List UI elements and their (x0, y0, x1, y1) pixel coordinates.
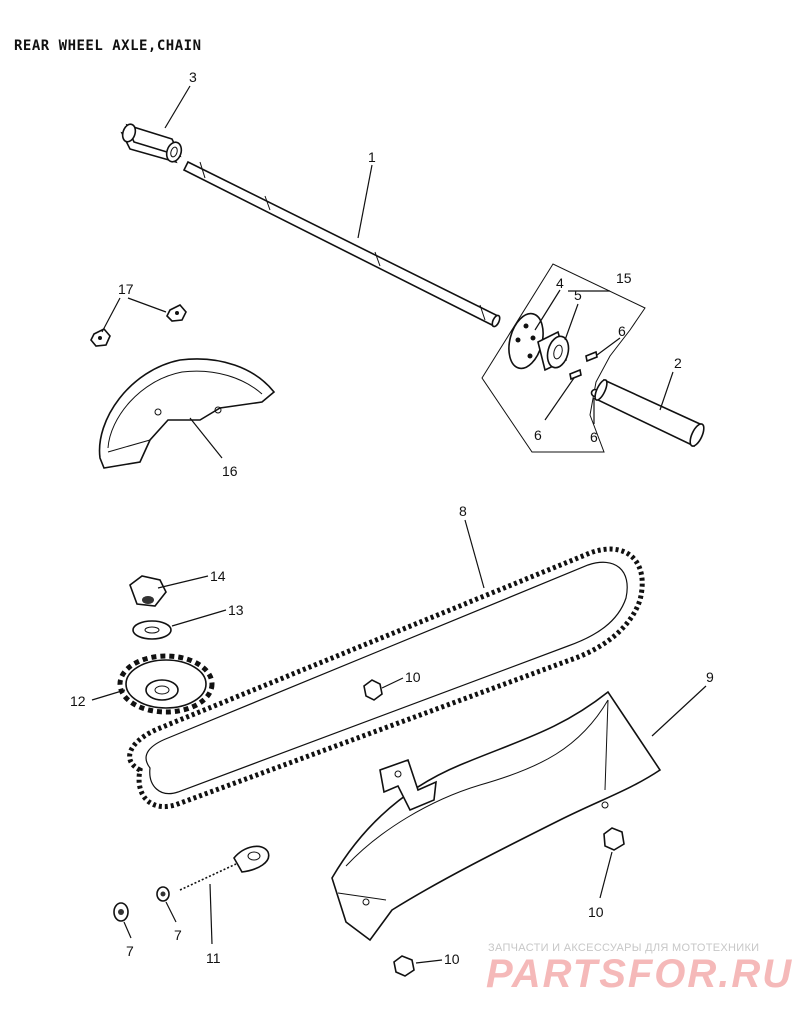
callout-13: 13 (228, 602, 244, 618)
callout-9: 9 (706, 669, 714, 685)
callout-15: 15 (616, 270, 632, 286)
part-11-chain-adjuster (179, 845, 270, 891)
callout-7-left: 7 (126, 943, 134, 959)
diagram-title: REAR WHEEL AXLE,CHAIN (14, 38, 202, 54)
part-9-chain-guard (331, 690, 662, 942)
callout-10-right: 10 (588, 904, 604, 920)
callout-1: 1 (368, 149, 376, 165)
callout-11: 11 (206, 950, 221, 966)
part-14-nut (129, 575, 167, 607)
callout-5: 5 (574, 287, 582, 303)
callout-labels: 3 1 2 4 5 15 6 6 6 17 16 8 9 14 13 12 10… (70, 69, 714, 967)
part-2-axle-tube (594, 378, 705, 448)
callout-6-top: 6 (618, 323, 626, 339)
callout-8: 8 (459, 503, 467, 519)
callout-16: 16 (222, 463, 238, 479)
watermark-caption: ЗАПЧАСТИ И АКСЕССУАРЫ ДЛЯ МОТОТЕХНИКИ (488, 942, 760, 954)
part-1-axle (182, 160, 501, 328)
part-10-bolts (363, 679, 625, 977)
leader-lines (91, 85, 707, 964)
part-17-bolts (90, 304, 187, 347)
part-16-sprocket-guard (98, 358, 276, 469)
part-15-hub-assembly (481, 263, 646, 453)
callout-6-left: 6 (534, 427, 542, 443)
callout-6-right: 6 (590, 429, 598, 445)
callout-3: 3 (189, 69, 197, 85)
callout-4: 4 (556, 275, 564, 291)
callout-12: 12 (70, 693, 86, 709)
callout-7-right: 7 (174, 927, 182, 943)
part-8-chain (127, 546, 645, 809)
callout-10-center: 10 (405, 669, 421, 685)
part-13-washer (132, 620, 172, 640)
callout-10-bottom: 10 (444, 951, 460, 967)
callout-17: 17 (118, 281, 134, 297)
callout-14: 14 (210, 568, 226, 584)
part-7-nuts (113, 886, 170, 922)
part-3-collar (120, 123, 183, 164)
part-12-sprocket (117, 653, 215, 715)
watermark-logo: PARTSFOR.RU (486, 952, 794, 996)
callout-2: 2 (674, 355, 682, 371)
